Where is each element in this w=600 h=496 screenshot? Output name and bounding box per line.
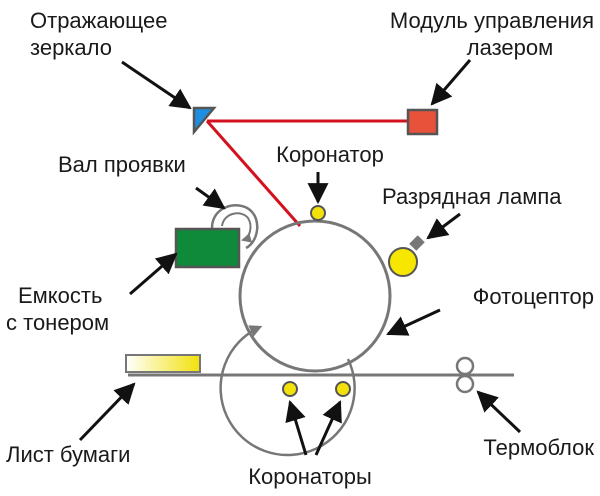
arrow-photoreceptor: [386, 308, 441, 336]
label-toner-line1: Емкость: [18, 283, 102, 308]
corona-top: [310, 205, 326, 221]
arrow-lamp: [426, 212, 461, 240]
arrow-developer: [195, 186, 226, 210]
laser-beam-reflected: [205, 120, 302, 227]
label-developer-roller: Вал проявки: [58, 152, 186, 177]
drum-rotation-arrow: [219, 325, 356, 457]
label-mirror-line2: зеркало: [30, 35, 112, 60]
developer-roller-inner: [221, 212, 253, 243]
fuser-roller-top: [455, 356, 475, 376]
label-corona-top: Коронатор: [276, 142, 384, 167]
mirror-icon: [192, 106, 217, 136]
arrow-fuser: [476, 390, 522, 434]
label-mirror-line1: Отражающее: [30, 8, 167, 33]
arrow-mirror: [121, 60, 192, 110]
laser-module: [406, 108, 439, 136]
photoreceptor-drum: [238, 219, 392, 373]
arrow-laser-module: [430, 59, 472, 106]
label-fuser: Термоблок: [483, 435, 594, 460]
developer-roller: [210, 204, 259, 250]
label-laser-module-line1: Модуль управления: [390, 8, 594, 33]
toner-container: [174, 227, 241, 269]
label-laser-module-line2: лазером: [467, 35, 554, 60]
arrow-toner: [129, 252, 178, 296]
lamp-base: [409, 235, 425, 251]
label-toner-line2: с тонером: [6, 310, 109, 335]
corona-bottom-right: [335, 381, 351, 397]
label-photoreceptor: Фотоцептор: [473, 284, 594, 309]
discharge-lamp-icon: [388, 247, 418, 277]
paper-sheet: [125, 354, 201, 373]
fuser-roller-bottom: [455, 374, 475, 394]
arrow-corona-bottom-left: [285, 399, 308, 456]
label-corona-bottom: Коронаторы: [248, 464, 372, 489]
arrow-paper: [78, 382, 136, 442]
label-discharge-lamp: Разрядная лампа: [382, 184, 562, 209]
arrow-corona-bottom-right: [314, 400, 342, 456]
label-paper-sheet: Лист бумаги: [6, 442, 130, 467]
corona-bottom-left: [282, 381, 298, 397]
